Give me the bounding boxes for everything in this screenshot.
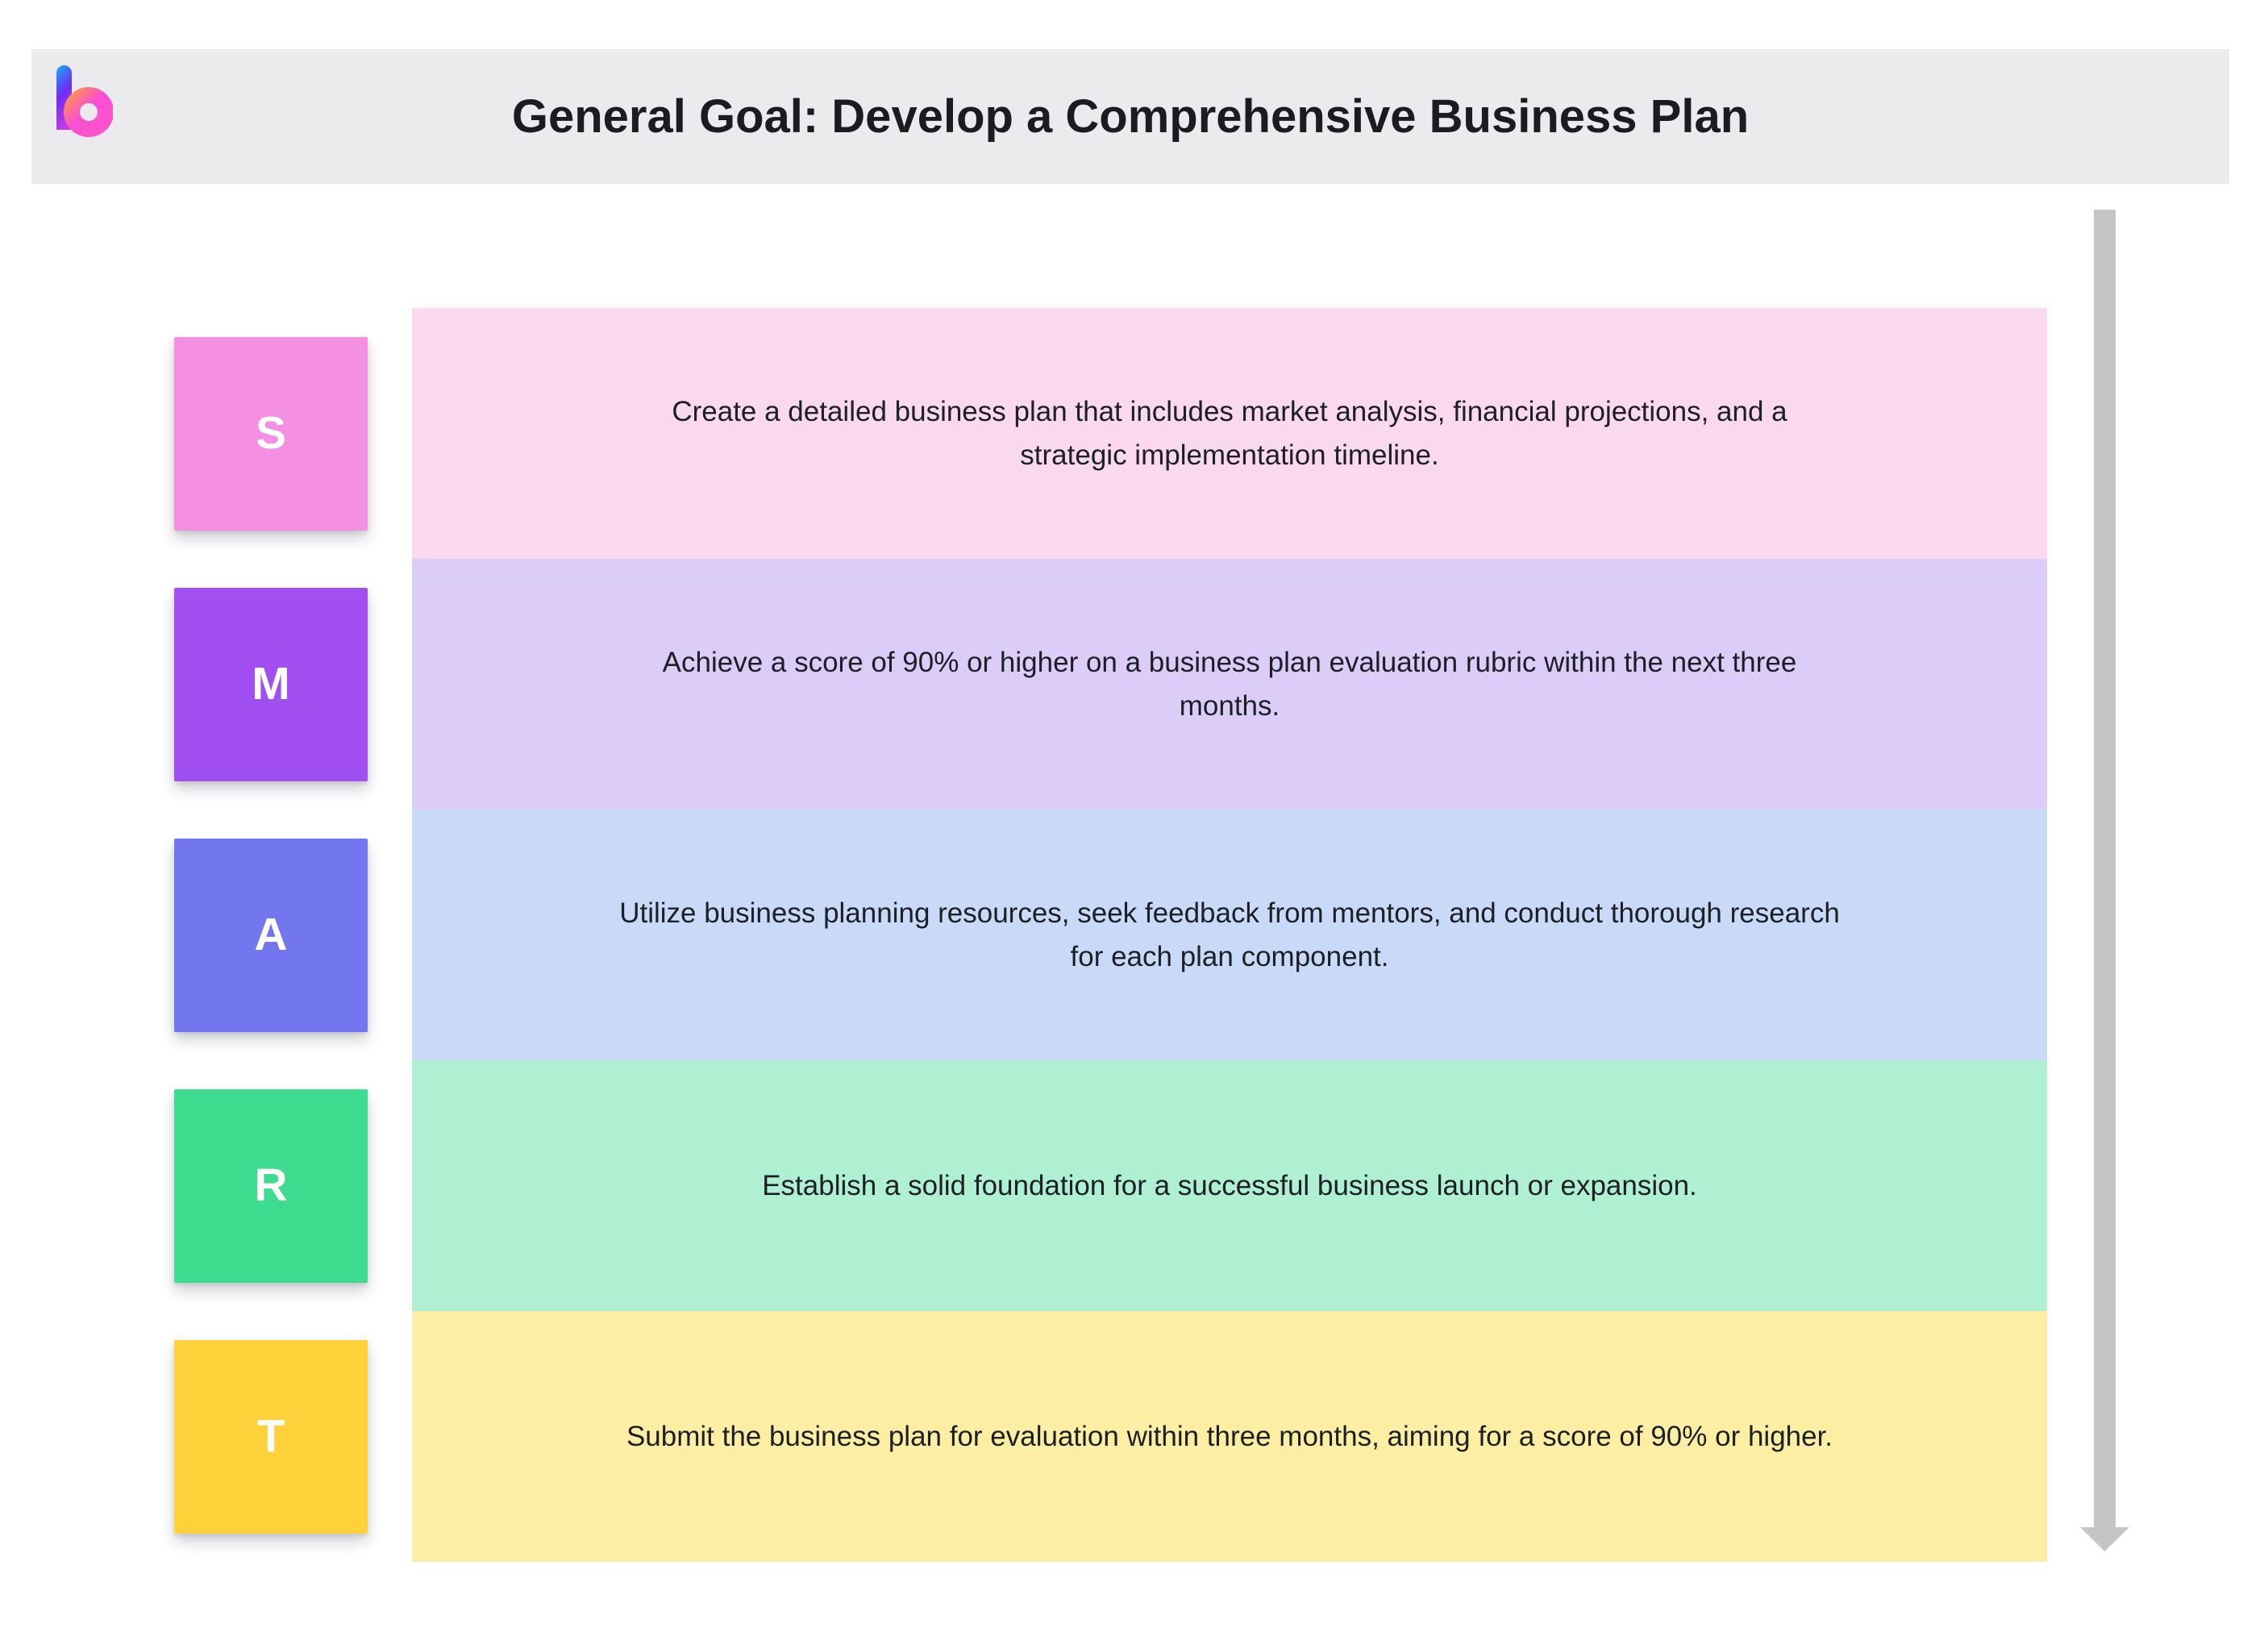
letter-square-a: A bbox=[174, 838, 368, 1032]
arrow-shaft bbox=[2094, 210, 2116, 1527]
letter-m: M bbox=[252, 658, 290, 710]
smart-row-specific: S Create a detailed business plan that i… bbox=[0, 308, 2268, 559]
letter-s: S bbox=[255, 407, 287, 459]
criterion-text-measurable: Achieve a score of 90% or higher on a bu… bbox=[662, 646, 1797, 722]
arrow-head bbox=[2080, 1527, 2129, 1551]
criterion-text-achievable: Utilize business planning resources, see… bbox=[619, 897, 1840, 972]
logo-ring bbox=[64, 87, 113, 137]
criterion-band-timebound: Submit the business plan for evaluation … bbox=[412, 1311, 2047, 1562]
criterion-band-measurable: Achieve a score of 90% or higher on a bu… bbox=[412, 559, 2047, 810]
letter-r: R bbox=[254, 1159, 288, 1211]
smart-row-measurable: M Achieve a score of 90% or higher on a … bbox=[0, 559, 2268, 810]
smart-row-relevant: R Establish a solid foundation for a suc… bbox=[0, 1060, 2268, 1311]
criterion-band-relevant: Establish a solid foundation for a succe… bbox=[412, 1060, 2047, 1311]
smart-rows: S Create a detailed business plan that i… bbox=[0, 308, 2268, 1562]
letter-a: A bbox=[254, 909, 288, 960]
criterion-text-relevant: Establish a solid foundation for a succe… bbox=[762, 1169, 1697, 1201]
letter-square-s: S bbox=[174, 336, 368, 531]
letter-t: T bbox=[256, 1410, 285, 1462]
down-arrow-icon bbox=[2080, 210, 2129, 1551]
b-brand-logo-icon bbox=[56, 65, 113, 137]
smart-row-achievable: A Utilize business planning resources, s… bbox=[0, 810, 2268, 1060]
criterion-band-specific: Create a detailed business plan that inc… bbox=[412, 308, 2047, 559]
criterion-band-achievable: Utilize business planning resources, see… bbox=[412, 810, 2047, 1060]
criterion-text-timebound: Submit the business plan for evaluation … bbox=[626, 1420, 1833, 1452]
page-title: General Goal: Develop a Comprehensive Bu… bbox=[511, 90, 1750, 143]
letter-square-t: T bbox=[174, 1339, 368, 1534]
letter-square-r: R bbox=[174, 1089, 368, 1283]
criterion-text-specific: Create a detailed business plan that inc… bbox=[672, 395, 1787, 471]
letter-square-m: M bbox=[174, 587, 368, 781]
smart-row-timebound: T Submit the business plan for evaluatio… bbox=[0, 1311, 2268, 1562]
header-bar: General Goal: Develop a Comprehensive Bu… bbox=[31, 49, 2229, 184]
